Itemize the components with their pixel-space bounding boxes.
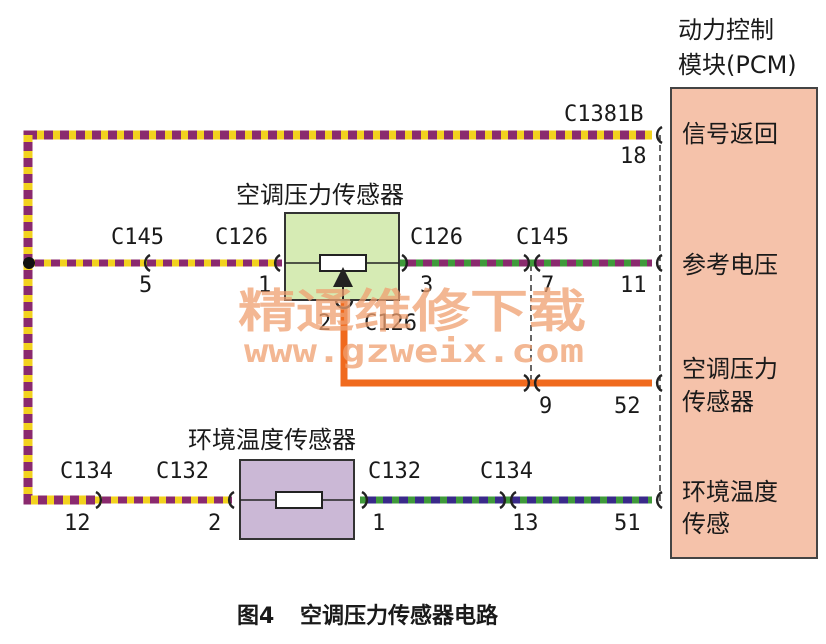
watermark-url: www.gzweix.com <box>244 332 584 370</box>
pressure-sensor-resistor <box>319 254 367 272</box>
pin-3: 3 <box>420 273 433 298</box>
pin-51: 51 <box>614 511 641 536</box>
pin-2-ambient: 2 <box>208 511 221 536</box>
pcm-pin-signal-return: 信号返回 <box>682 120 778 148</box>
connector-label-c132-b: C132 <box>368 459 421 484</box>
connector-label-c132-a: C132 <box>156 459 209 484</box>
connector-label-c134-b: C134 <box>480 459 533 484</box>
connector-arc-c132-b <box>361 490 369 510</box>
figure-number: 图4 <box>237 604 274 629</box>
pcm-pin-reference-voltage: 参考电压 <box>682 251 778 279</box>
connector-arc-pcm-ref <box>655 253 663 273</box>
connector-label-c134-a: C134 <box>60 459 113 484</box>
connector-arc-c126-c <box>334 299 354 310</box>
pin-7: 7 <box>541 273 554 298</box>
pin-1-pressure: 1 <box>258 273 271 298</box>
pin-13: 13 <box>512 511 539 536</box>
pcm-module-box <box>670 87 818 559</box>
pressure-sensor-title: 空调压力传感器 <box>236 181 404 209</box>
connector-arc-c145-b-right <box>533 253 541 273</box>
pcm-title-line2: 模块(PCM) <box>678 51 797 79</box>
pcm-pin-ambient-temp-line2: 传感 <box>682 510 730 538</box>
connector-arc-pcm-amb <box>655 490 663 510</box>
splice-point <box>23 257 35 269</box>
connector-arc-c126-a <box>273 253 281 273</box>
pcm-pin-ambient-temp-line1: 环境温度 <box>682 478 778 506</box>
pin-11: 11 <box>620 273 647 298</box>
connector-label-c145-b: C145 <box>516 225 569 250</box>
connector-label-c1381b: C1381B <box>564 102 643 127</box>
pin-18: 18 <box>620 144 647 169</box>
connector-arc-c126-b <box>401 253 409 273</box>
connector-arc-c145-b-left <box>523 253 531 273</box>
pcm-pin-ac-pressure-line1: 空调压力 <box>682 355 778 383</box>
pin-5: 5 <box>139 273 152 298</box>
connector-arc-c145-c-right <box>533 373 541 393</box>
connector-label-c126-a: C126 <box>215 225 268 250</box>
connector-arc-c134-a <box>95 490 103 510</box>
connector-arc-c145-a <box>143 253 151 273</box>
connector-label-c126-b: C126 <box>410 225 463 250</box>
connector-arcs <box>95 125 663 510</box>
watermark-title: 精通维修下载 <box>238 284 586 338</box>
connector-arc-pcm-press <box>655 373 663 393</box>
connector-arc-c132-a <box>227 490 235 510</box>
pcm-title-line1: 动力控制 <box>678 16 774 44</box>
connector-label-c126-c: C126 <box>364 311 417 336</box>
ambient-sensor-title: 环境温度传感器 <box>188 426 356 454</box>
pin-9: 9 <box>539 394 552 419</box>
ambient-sensor-resistor <box>275 491 323 509</box>
pin-2-pressure: 2 <box>318 311 331 336</box>
wire-signal-return <box>23 130 652 505</box>
wire-pressure-signal <box>340 300 652 387</box>
connector-arc-c145-c-left <box>523 373 531 393</box>
pin-1-ambient: 1 <box>372 511 385 536</box>
pcm-pin-ac-pressure-line2: 传感器 <box>682 388 754 416</box>
connector-label-c145-a: C145 <box>111 225 164 250</box>
connector-arc-c134-b-left <box>499 490 507 510</box>
pin-12: 12 <box>64 511 91 536</box>
figure-caption: 空调压力传感器电路 <box>300 603 499 629</box>
connector-arc-c134-b-right <box>509 490 517 510</box>
pin-52: 52 <box>614 394 641 419</box>
connector-arc-c1381b <box>655 125 663 145</box>
